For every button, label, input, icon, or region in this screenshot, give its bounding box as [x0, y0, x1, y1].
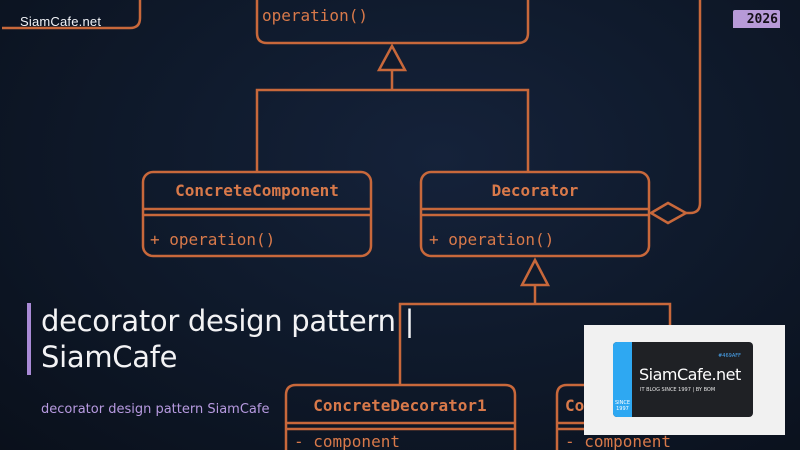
logo-name-tld: .net — [711, 365, 741, 384]
concrete-component-method: + operation() — [150, 230, 275, 249]
inheritance-line-1 — [255, 70, 530, 172]
concrete-decorator-1-name: ConcreteDecorator1 — [313, 396, 486, 415]
logo-since-badge: SINCE 1997 — [613, 400, 632, 412]
page-title-line-1: decorator design pattern | — [41, 304, 415, 338]
concrete-decorator-2-field: - component — [565, 432, 671, 450]
year-badge: 2026 — [733, 10, 780, 28]
decorator-divider — [421, 207, 649, 217]
logo-since-year: 1997 — [616, 406, 629, 412]
logo-since-label: SINCE — [614, 400, 631, 406]
concrete-component-divider — [143, 207, 371, 217]
page-title: decorator design pattern | SiamCafe — [41, 303, 414, 375]
logo: SINCE 1997 #469AFF SiamCafe.net IT BLOG … — [613, 342, 753, 417]
logo-hex-code: #469AFF — [718, 353, 741, 359]
concrete-decorator-2-box — [555, 383, 590, 450]
aggregation-line — [686, 0, 702, 215]
logo-card: SINCE 1997 #469AFF SiamCafe.net IT BLOG … — [584, 325, 785, 435]
concrete-decorator-1-box — [284, 383, 517, 450]
site-tag: SiamCafe.net — [20, 14, 102, 29]
logo-tagline: IT BLOG SINCE 1997 | BY BOM — [640, 387, 716, 393]
page-title-line-2: SiamCafe — [41, 340, 178, 374]
decorator-name: Decorator — [492, 181, 579, 200]
concrete-decorator-2-name: Co — [565, 396, 584, 415]
component-box — [255, 0, 530, 45]
component-method: operation() — [262, 6, 368, 25]
logo-accent-bar: SINCE 1997 — [613, 342, 632, 417]
logo-name-main: SiamCafe — [639, 365, 712, 384]
inheritance-arrow-2 — [519, 257, 551, 287]
concrete-component-name: ConcreteComponent — [175, 181, 339, 200]
partial-box-top-left — [2, 0, 142, 30]
decorator-method: + operation() — [429, 230, 554, 249]
aggregation-diamond — [648, 201, 689, 225]
concrete-decorator-1-field: - component — [294, 432, 400, 450]
title-block: decorator design pattern | SiamCafe — [27, 303, 414, 375]
inheritance-line-2 — [398, 285, 672, 384]
logo-name: SiamCafe.net — [639, 365, 741, 384]
subtitle: decorator design pattern SiamCafe — [41, 402, 270, 417]
inheritance-arrow-1 — [376, 43, 408, 72]
